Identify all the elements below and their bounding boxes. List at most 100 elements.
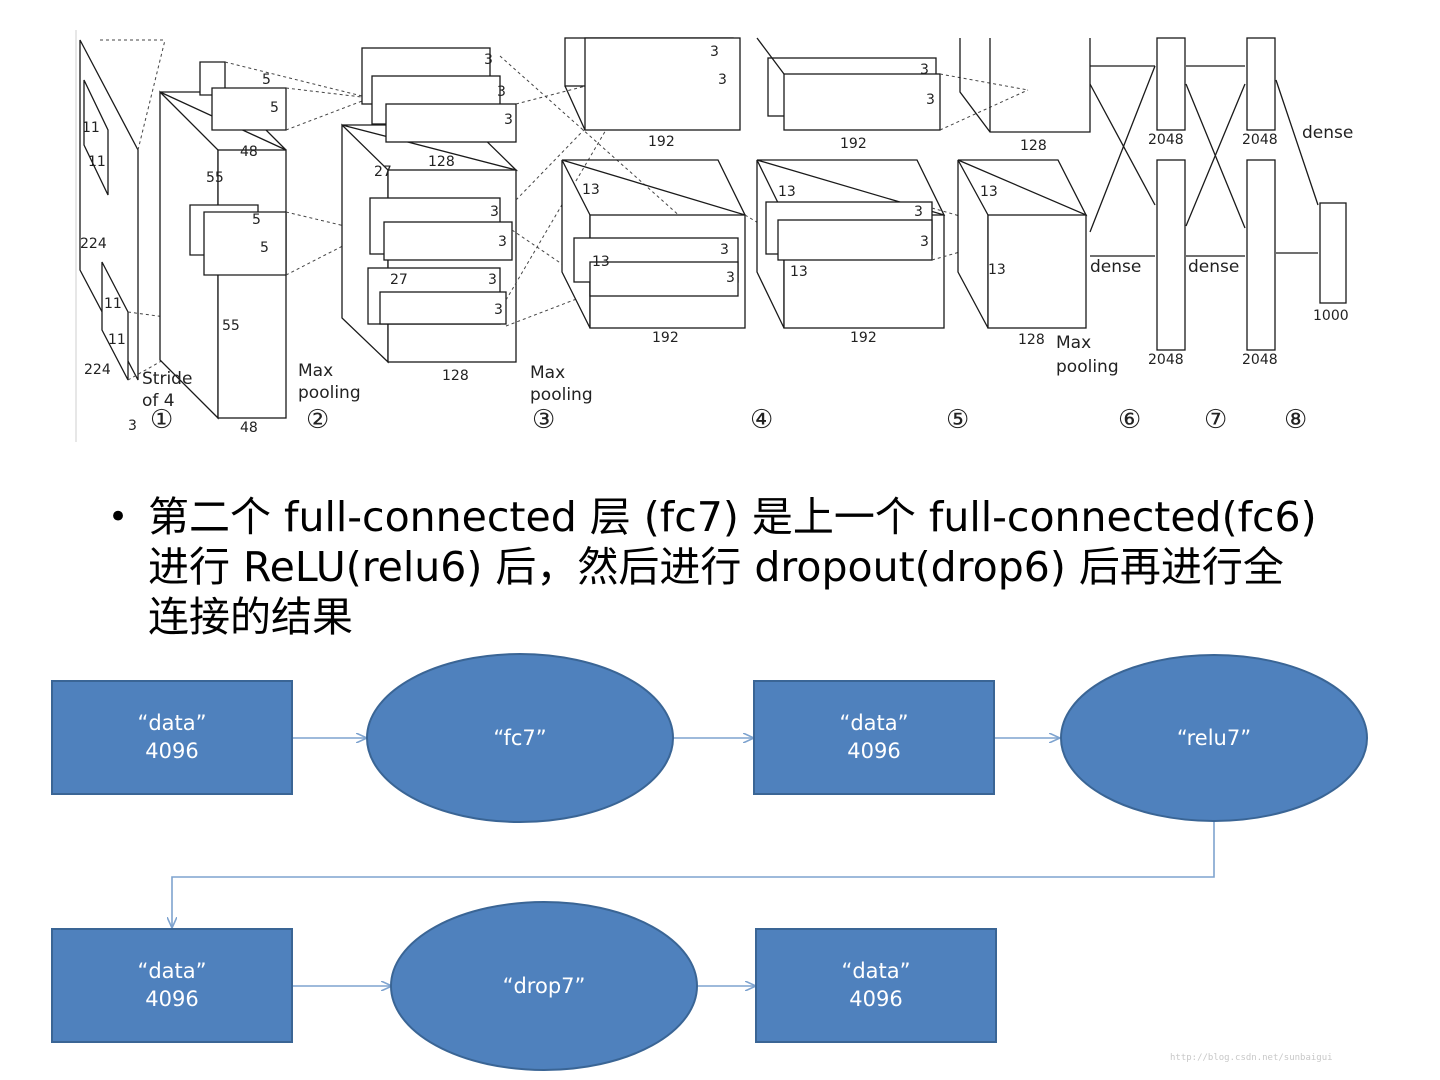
label-3: 3 <box>720 242 729 258</box>
label-2048: 2048 <box>1242 132 1278 148</box>
bullet-marker: • <box>108 497 129 537</box>
label-13: 13 <box>582 182 600 198</box>
node-label: “relu7” <box>1177 726 1251 750</box>
alexnet-architecture-diagram: 11 11 224 11 11 224 3 Stride of 4 55 55 … <box>75 0 1366 442</box>
label-27: 27 <box>374 164 392 180</box>
stage-7-marker: ⑦ <box>1204 405 1227 435</box>
label-13: 13 <box>790 264 808 280</box>
label-3: 3 <box>498 234 507 250</box>
stride-label-2: of 4 <box>142 391 175 411</box>
watermark: http://blog.csdn.net/sunbaigui <box>1170 1053 1333 1063</box>
max-pooling-1b: pooling <box>298 383 361 403</box>
label-3: 3 <box>497 84 506 100</box>
bullet-paragraph: • 第二个 full-connected 层 (fc7) 是上一个 full-c… <box>108 492 1318 642</box>
label-224: 224 <box>80 236 107 252</box>
label-13: 13 <box>980 184 998 200</box>
label-3: 3 <box>484 52 493 68</box>
label-13: 13 <box>778 184 796 200</box>
stage-8-marker: ⑧ <box>1284 405 1307 435</box>
label-3: 3 <box>920 62 929 78</box>
stage-5-marker: ⑤ <box>946 405 969 435</box>
label-13: 13 <box>988 262 1006 278</box>
label-3: 3 <box>718 72 727 88</box>
conv2-layer <box>341 47 701 364</box>
conv1-layer <box>159 61 371 420</box>
label-27: 27 <box>390 272 408 288</box>
stage-3-marker: ③ <box>532 405 555 435</box>
stage-2-marker: ② <box>306 405 329 435</box>
conv4-layer <box>756 37 1029 329</box>
node-size: 4096 <box>145 739 198 763</box>
label-3: 3 <box>128 418 137 434</box>
node-data-1: “data” 4096 <box>51 680 293 795</box>
max-pooling-2b: pooling <box>530 385 593 405</box>
max-pooling-1: Max <box>298 361 333 381</box>
conv5-layer <box>957 38 1091 329</box>
node-label: “drop7” <box>503 974 586 998</box>
label-13: 13 <box>592 254 610 270</box>
label-5: 5 <box>262 72 271 88</box>
node-label: “fc7” <box>493 726 546 750</box>
node-size: 4096 <box>847 739 900 763</box>
node-label: “data” <box>839 711 908 735</box>
node-relu7: “relu7” <box>1060 654 1368 822</box>
node-size: 4096 <box>849 987 902 1011</box>
label-3: 3 <box>490 204 499 220</box>
label-192: 192 <box>840 136 867 152</box>
label-3: 3 <box>914 204 923 220</box>
max-pooling-3b: pooling <box>1056 357 1119 377</box>
max-pooling-3: Max <box>1056 333 1091 353</box>
dense-label: dense <box>1188 257 1239 277</box>
stage-4-marker: ④ <box>750 405 773 435</box>
label-5: 5 <box>252 212 261 228</box>
node-data-3: “data” 4096 <box>51 928 293 1043</box>
label-11: 11 <box>108 332 126 348</box>
label-48: 48 <box>240 144 258 160</box>
conv3-layer <box>561 37 831 329</box>
label-5: 5 <box>270 100 279 116</box>
dense-label: dense <box>1090 257 1141 277</box>
label-3: 3 <box>926 92 935 108</box>
label-3: 3 <box>710 44 719 60</box>
dense-layers <box>1089 37 1347 351</box>
dense-label: dense <box>1302 123 1353 143</box>
label-128: 128 <box>442 368 469 384</box>
label-1000: 1000 <box>1313 308 1349 324</box>
edge-relu7-to-data <box>172 821 1215 928</box>
label-3: 3 <box>726 270 735 286</box>
label-2048: 2048 <box>1148 352 1184 368</box>
label-3: 3 <box>504 112 513 128</box>
node-drop7: “drop7” <box>390 901 698 1071</box>
label-3: 3 <box>494 302 503 318</box>
node-data-4: “data” 4096 <box>755 928 997 1043</box>
label-192: 192 <box>648 134 675 150</box>
stride-label: Stride <box>142 369 192 389</box>
label-128: 128 <box>1018 332 1045 348</box>
label-11: 11 <box>104 296 122 312</box>
label-192: 192 <box>850 330 877 346</box>
label-11: 11 <box>88 154 106 170</box>
label-224: 224 <box>84 362 111 378</box>
label-2048: 2048 <box>1242 352 1278 368</box>
label-3: 3 <box>920 234 929 250</box>
fc7-flow-diagram: “data” 4096 “fc7” “data” 4096 “relu7” “d… <box>51 653 1368 1071</box>
node-label: “data” <box>137 959 206 983</box>
stage-6-marker: ⑥ <box>1118 405 1141 435</box>
input-layer <box>79 39 226 381</box>
label-5: 5 <box>260 240 269 256</box>
label-128: 128 <box>428 154 455 170</box>
label-55: 55 <box>222 318 240 334</box>
stage-1-marker: ① <box>150 405 173 435</box>
max-pooling-2: Max <box>530 363 565 383</box>
label-48: 48 <box>240 420 258 436</box>
label-11: 11 <box>82 120 100 136</box>
node-size: 4096 <box>145 987 198 1011</box>
node-label: “data” <box>841 959 910 983</box>
bullet-text: 第二个 full-connected 层 (fc7) 是上一个 full-con… <box>148 493 1317 641</box>
label-55: 55 <box>206 170 224 186</box>
node-data-2: “data” 4096 <box>753 680 995 795</box>
label-192: 192 <box>652 330 679 346</box>
label-3: 3 <box>488 272 497 288</box>
node-fc7: “fc7” <box>366 653 674 823</box>
label-128: 128 <box>1020 138 1047 154</box>
